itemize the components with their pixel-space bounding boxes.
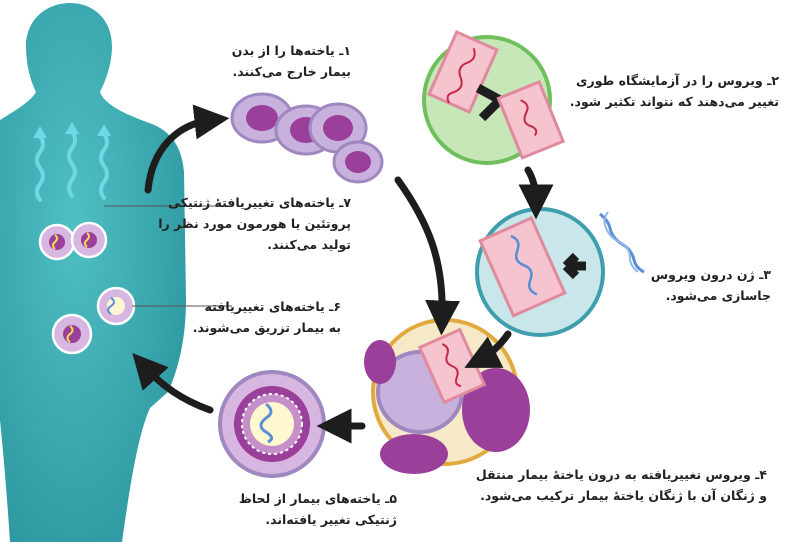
caption-line: تولید می‌کنند. [267, 237, 351, 252]
caption-step-6: ۶ـ یاخته‌های تغییریافته به بیمار تزریق می… [193, 296, 341, 338]
caption-line: جاسازی می‌شود. [666, 288, 771, 303]
gene-insertion-circle [477, 209, 603, 335]
caption-line: بیمار خارج می‌کنند. [232, 64, 351, 79]
gene-dna-strand-2 [604, 212, 638, 272]
extracted-cells [232, 94, 382, 182]
body-cell [40, 225, 74, 259]
caption-line: تغییر می‌دهند که نتواند تکثیر شود. [570, 94, 779, 109]
modified-cell [220, 372, 324, 476]
caption-line: ۶ـ یاخته‌های تغییریافته [205, 299, 342, 314]
caption-line: به بیمار تزریق می‌شوند. [193, 320, 341, 335]
caption-line: ژنتیکی تغییر یافته‌اند. [265, 512, 397, 527]
caption-line: ۱ـ یاخته‌ها را از بدن [232, 43, 351, 58]
lab-modification-circle [424, 32, 563, 163]
body-cell [53, 315, 91, 353]
body-cell [72, 223, 106, 257]
caption-step-4: ۴ـ ویروس تغییریافته به درون یاختهٔ بیمار… [476, 464, 767, 506]
caption-line: ۲ـ ویروس را در آزمایشگاه طوری [576, 73, 779, 88]
caption-line: پروتئین یا هورمون مورد نظر را [158, 216, 351, 231]
body-cell [98, 288, 134, 324]
caption-step-2: ۲ـ ویروس را در آزمایشگاه طوری تغییر می‌ده… [570, 70, 779, 112]
human-body-silhouette [0, 3, 186, 542]
arrow-lab-to-gene [528, 170, 536, 202]
caption-line: ۳ـ ژن درون ویروس [651, 267, 771, 282]
caption-step-3: ۳ـ ژن درون ویروس جاسازی می‌شود. [651, 264, 771, 306]
caption-line: و ژنگان آن با ژنگان یاختهٔ بیمار ترکیب م… [480, 488, 767, 503]
arrow-cells-to-transfer [398, 180, 442, 318]
caption-step-5: ۵ـ یاخته‌های بیمار از لحاظ ژنتیکی تغییر ی… [239, 488, 397, 530]
caption-line: ۴ـ ویروس تغییریافته به درون یاختهٔ بیمار… [476, 467, 767, 482]
caption-step-7: ۷ـ یاخته‌های تغییریافتهٔ ژنتیکی پروتئین ی… [158, 192, 351, 255]
caption-line: ۵ـ یاخته‌های بیمار از لحاظ [239, 491, 397, 506]
caption-line: ۷ـ یاخته‌های تغییریافتهٔ ژنتیکی [168, 195, 351, 210]
caption-step-1: ۱ـ یاخته‌ها را از بدن بیمار خارج می‌کنند. [232, 40, 351, 82]
